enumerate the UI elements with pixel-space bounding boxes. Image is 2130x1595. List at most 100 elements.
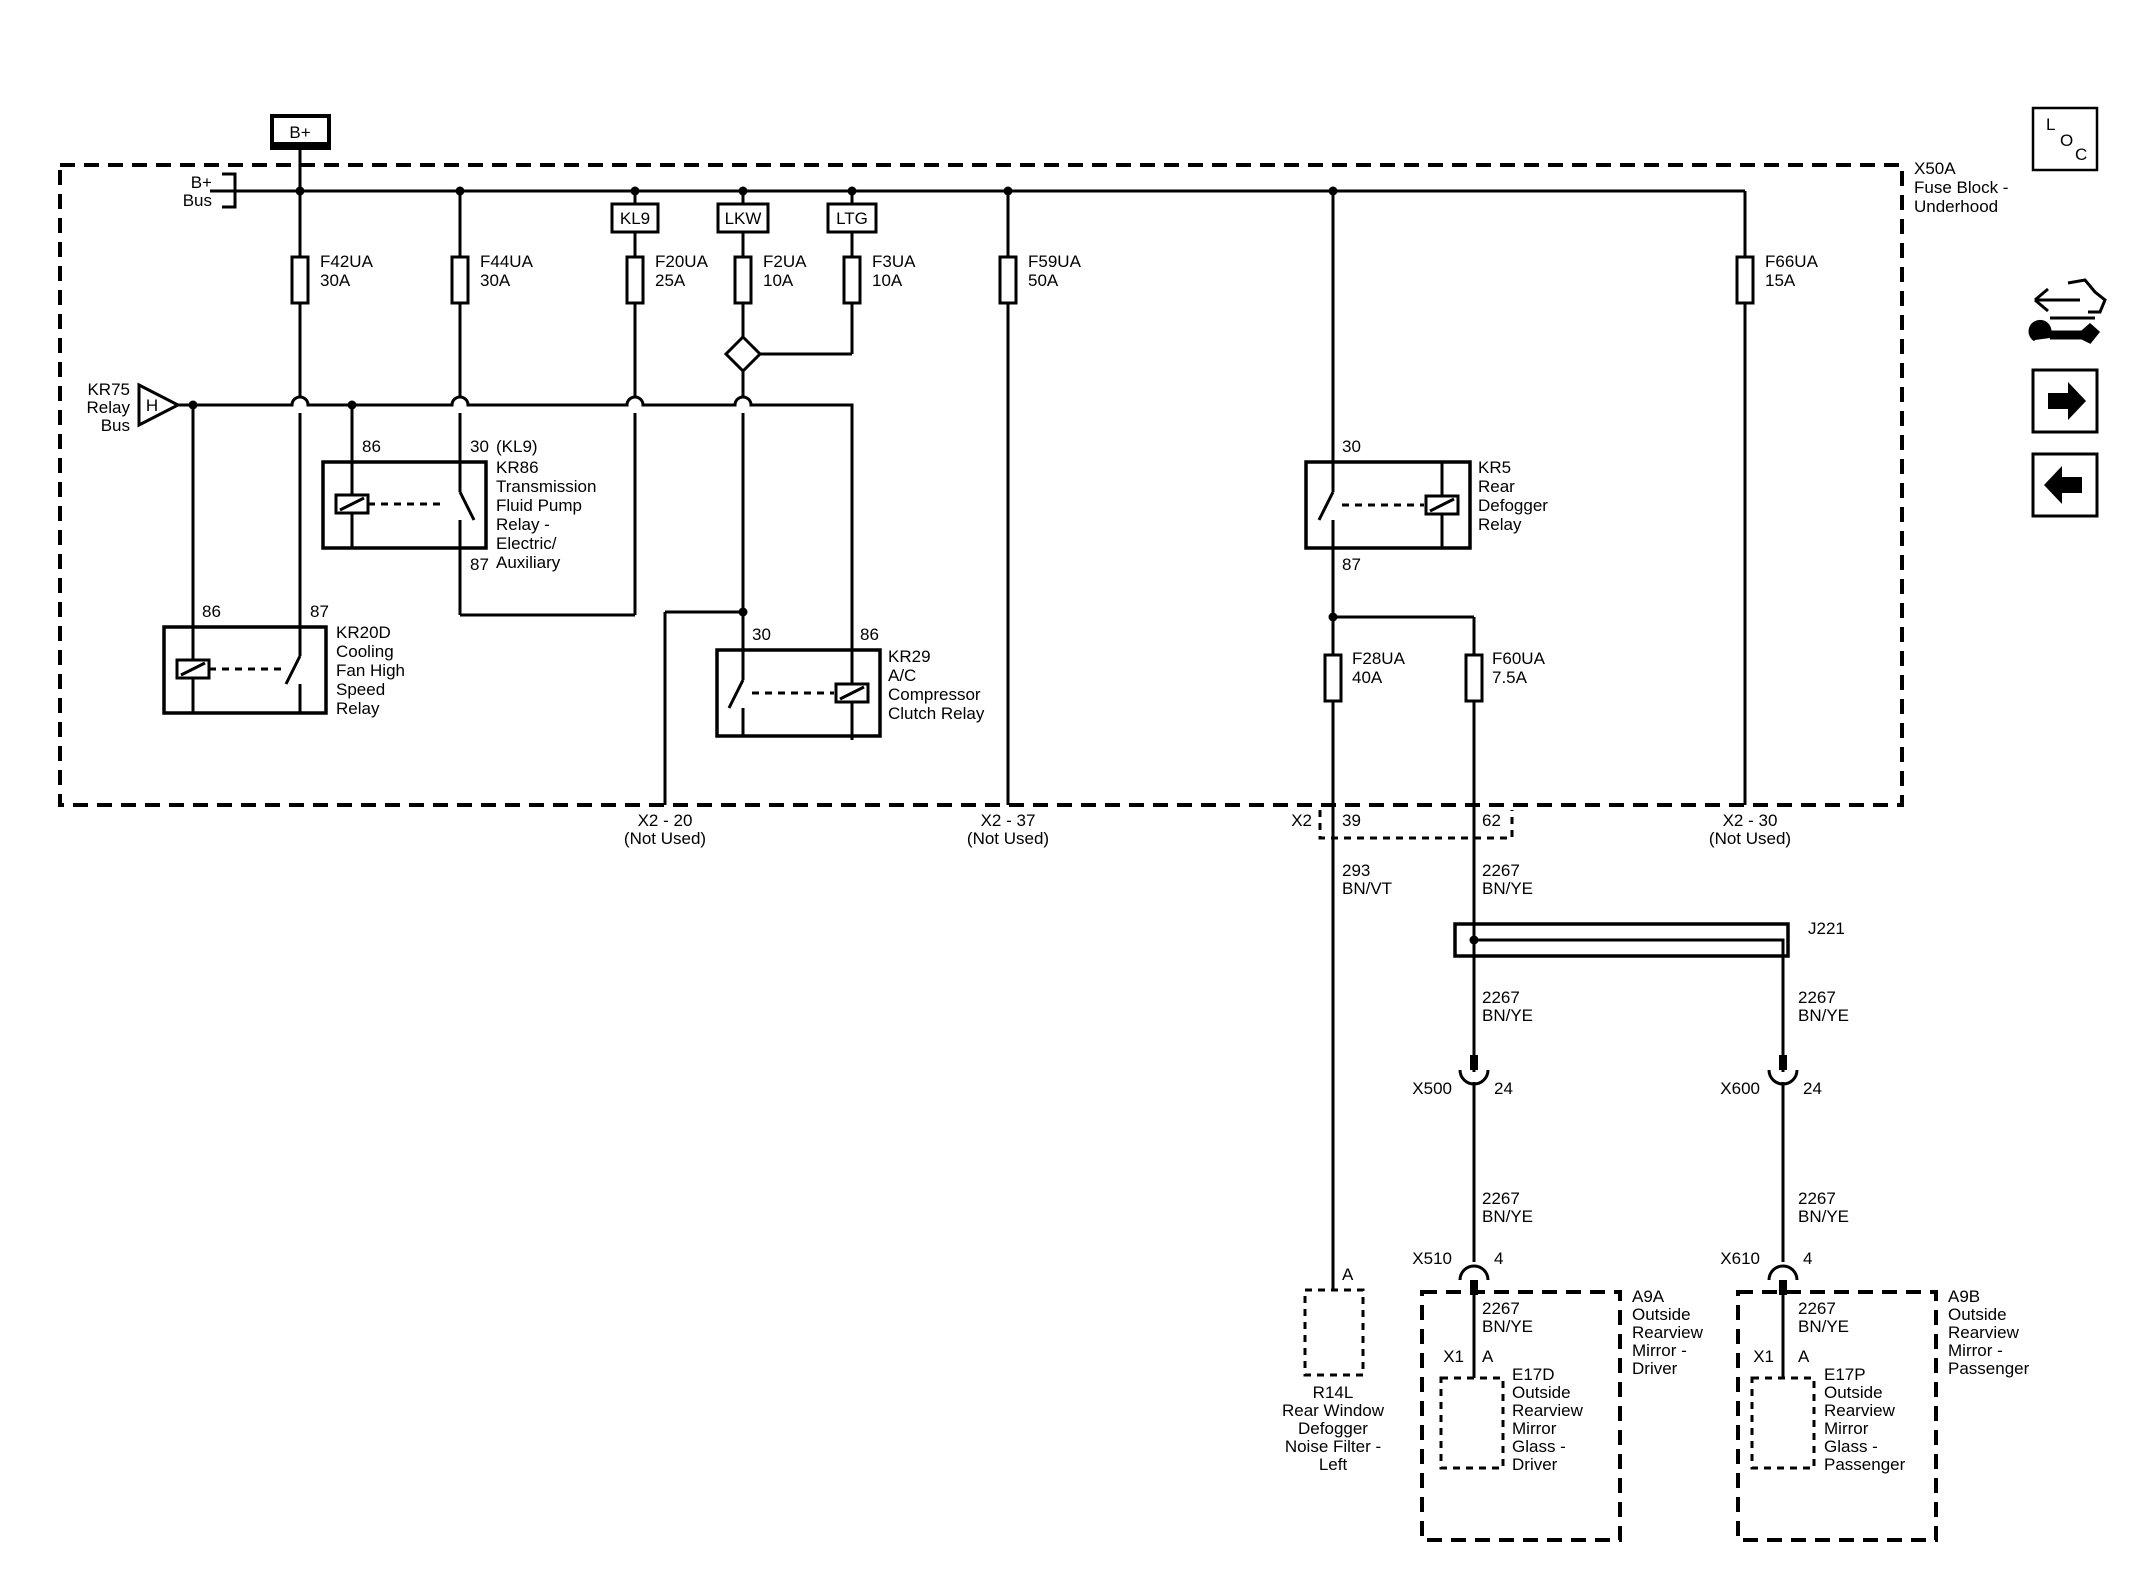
svg-text:Compressor: Compressor (888, 685, 981, 704)
svg-text:30: 30 (752, 625, 771, 644)
svg-text:KR20D: KR20D (336, 623, 391, 642)
svg-text:2267: 2267 (1482, 1299, 1520, 1318)
svg-text:2267: 2267 (1798, 988, 1836, 1007)
svg-text:KR86: KR86 (496, 458, 539, 477)
svg-text:O: O (2060, 131, 2073, 150)
svg-text:4: 4 (1494, 1249, 1503, 1268)
svg-text:(Not Used): (Not Used) (967, 829, 1049, 848)
fuse-f2ua (733, 255, 753, 305)
svg-text:KL9: KL9 (620, 209, 650, 228)
connector-x500: X500 (1412, 1079, 1452, 1098)
svg-text:30A: 30A (320, 271, 351, 290)
svg-text:Transmission: Transmission (496, 477, 596, 496)
svg-text:Clutch Relay: Clutch Relay (888, 704, 985, 723)
svg-text:86: 86 (860, 625, 879, 644)
svg-text:10A: 10A (763, 271, 794, 290)
svg-text:30A: 30A (480, 271, 511, 290)
svg-text:R14L: R14L (1313, 1383, 1354, 1402)
svg-text:BN/YE: BN/YE (1482, 1006, 1533, 1025)
connector-x600: X600 (1720, 1079, 1760, 1098)
svg-text:X1: X1 (1753, 1347, 1774, 1366)
svg-text:Relay -: Relay - (496, 515, 550, 534)
svg-text:X1: X1 (1443, 1347, 1464, 1366)
svg-text:Mirror: Mirror (1824, 1419, 1869, 1438)
fuse-f3ua (842, 255, 862, 305)
svg-text:24: 24 (1494, 1079, 1513, 1098)
svg-text:2267: 2267 (1798, 1299, 1836, 1318)
relay-kr5 (1304, 460, 1472, 550)
svg-text:15A: 15A (1765, 271, 1796, 290)
svg-text:A: A (1482, 1347, 1494, 1366)
loc-button[interactable]: L O C (2031, 106, 2099, 172)
component-e17p (1750, 1376, 1816, 1470)
svg-text:Rearview: Rearview (1948, 1323, 2020, 1342)
svg-text:2267: 2267 (1798, 1189, 1836, 1208)
svg-text:E17P: E17P (1824, 1365, 1866, 1384)
svg-text:A9B: A9B (1948, 1287, 1980, 1306)
svg-text:87: 87 (470, 555, 489, 574)
svg-text:A: A (1798, 1347, 1810, 1366)
splice-j221 (1453, 922, 1790, 958)
svg-text:Outside: Outside (1948, 1305, 2007, 1324)
svg-text:F3UA: F3UA (872, 252, 916, 271)
svg-text:BN/YE: BN/YE (1482, 879, 1533, 898)
fuse-block-boundary (58, 163, 1904, 807)
svg-text:X2 - 20: X2 - 20 (638, 811, 693, 830)
component-a9a (1420, 1290, 1622, 1542)
relay-kr20d (162, 625, 328, 715)
svg-text:H: H (146, 396, 158, 415)
component-a9b (1736, 1290, 1938, 1542)
svg-text:Relay: Relay (87, 398, 131, 417)
feed-kl9 (610, 202, 660, 234)
svg-text:F60UA: F60UA (1492, 649, 1546, 668)
svg-text:Auxiliary: Auxiliary (496, 553, 561, 572)
connector-x2 (1318, 810, 1514, 840)
svg-text:Bus: Bus (101, 416, 130, 435)
svg-text:Rear Window: Rear Window (1282, 1401, 1385, 1420)
component-r14l (1303, 1288, 1365, 1377)
relay-control-bus (178, 395, 854, 740)
connector-x610: X610 (1720, 1249, 1760, 1268)
svg-text:LTG: LTG (836, 209, 868, 228)
diagnostic-icon[interactable] (2028, 278, 2107, 344)
svg-text:Relay: Relay (1478, 515, 1522, 534)
svg-text:BN/YE: BN/YE (1798, 1006, 1849, 1025)
svg-text:A9A: A9A (1632, 1287, 1665, 1306)
svg-text:J221: J221 (1808, 919, 1845, 938)
connector-x510: X510 (1412, 1249, 1452, 1268)
svg-text:Rearview: Rearview (1512, 1401, 1584, 1420)
relay-kr86 (321, 460, 488, 550)
svg-text:87: 87 (1342, 555, 1361, 574)
svg-text:Driver: Driver (1632, 1359, 1678, 1378)
b-plus-bus-label-2: Bus (183, 191, 212, 210)
fuse-f44ua (450, 255, 470, 305)
fuse-f28ua (1323, 653, 1343, 703)
svg-text:Passenger: Passenger (1948, 1359, 2030, 1378)
svg-text:BN/YE: BN/YE (1482, 1207, 1533, 1226)
svg-text:Defogger: Defogger (1478, 496, 1548, 515)
svg-text:Left: Left (1319, 1455, 1348, 1474)
svg-text:(Not Used): (Not Used) (624, 829, 706, 848)
svg-text:F66UA: F66UA (1765, 252, 1819, 271)
diode-symbol (723, 334, 763, 374)
fuse-f20ua (625, 255, 645, 305)
svg-text:Mirror -: Mirror - (1948, 1341, 2003, 1360)
svg-text:Fluid Pump: Fluid Pump (496, 496, 582, 515)
svg-text:A/C: A/C (888, 666, 916, 685)
svg-text:Outside: Outside (1824, 1383, 1883, 1402)
svg-text:Electric/: Electric/ (496, 534, 557, 553)
svg-text:10A: 10A (872, 271, 903, 290)
svg-text:Outside: Outside (1512, 1383, 1571, 1402)
svg-text:BN/YE: BN/YE (1798, 1317, 1849, 1336)
svg-text:F42UA: F42UA (320, 252, 374, 271)
svg-text:KR75: KR75 (87, 380, 130, 399)
next-arrow-icon[interactable] (2031, 368, 2099, 434)
svg-text:Defogger: Defogger (1298, 1419, 1368, 1438)
previous-arrow-icon[interactable] (2031, 452, 2099, 518)
svg-text:Glass -: Glass - (1512, 1437, 1566, 1456)
svg-text:Rearview: Rearview (1632, 1323, 1704, 1342)
svg-text:50A: 50A (1028, 271, 1059, 290)
svg-text:F20UA: F20UA (655, 252, 709, 271)
fuse-f59ua (998, 255, 1018, 305)
component-e17d (1439, 1376, 1505, 1470)
